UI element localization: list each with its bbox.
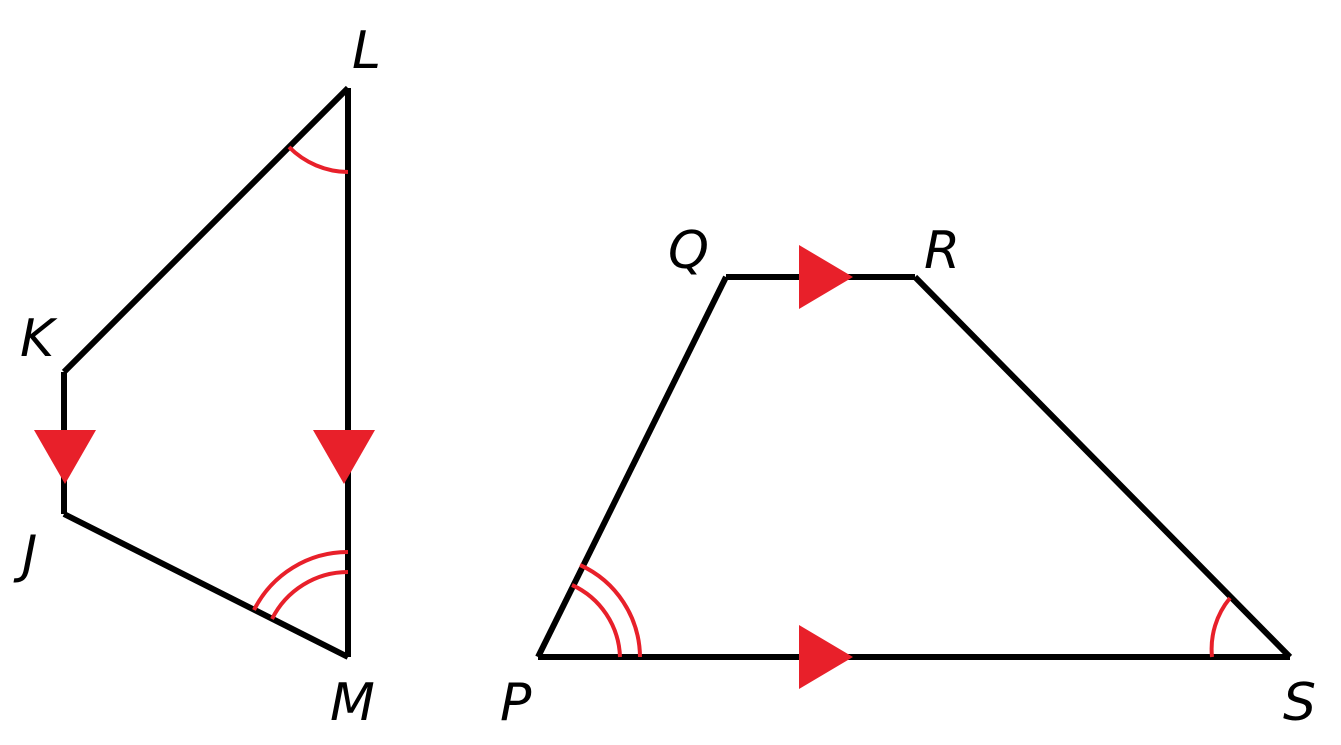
vertex-label-r: R [924, 221, 960, 281]
quadrilateral-jklm: L K J M [13, 21, 381, 733]
vertex-label-p: P [500, 673, 532, 733]
side-rs [912, 274, 1293, 660]
angle-arc-p-inner [571, 583, 622, 658]
side-kl [61, 85, 351, 375]
side-pq [535, 275, 729, 659]
vertex-label-q: Q [668, 221, 709, 281]
quadrilateral-pqrs: Q R P S [500, 221, 1316, 733]
angle-arc-s [1209, 596, 1232, 658]
vertex-label-k: K [20, 309, 58, 369]
parallel-arrow-lm [313, 430, 375, 484]
parallel-arrow-kj [34, 430, 96, 484]
vertex-label-j: J [13, 525, 37, 585]
parallel-arrow-qr [799, 245, 853, 309]
angle-arc-m-outer [252, 549, 349, 611]
parallel-arrow-ps [799, 625, 853, 689]
vertex-label-l: L [352, 21, 381, 81]
angle-arc-p-outer [579, 563, 642, 658]
side-mj [62, 511, 350, 660]
angle-arc-m-inner [270, 570, 349, 620]
angle-arc-l [287, 145, 349, 174]
vertex-label-m: M [330, 673, 375, 733]
vertex-label-s: S [1283, 673, 1316, 733]
